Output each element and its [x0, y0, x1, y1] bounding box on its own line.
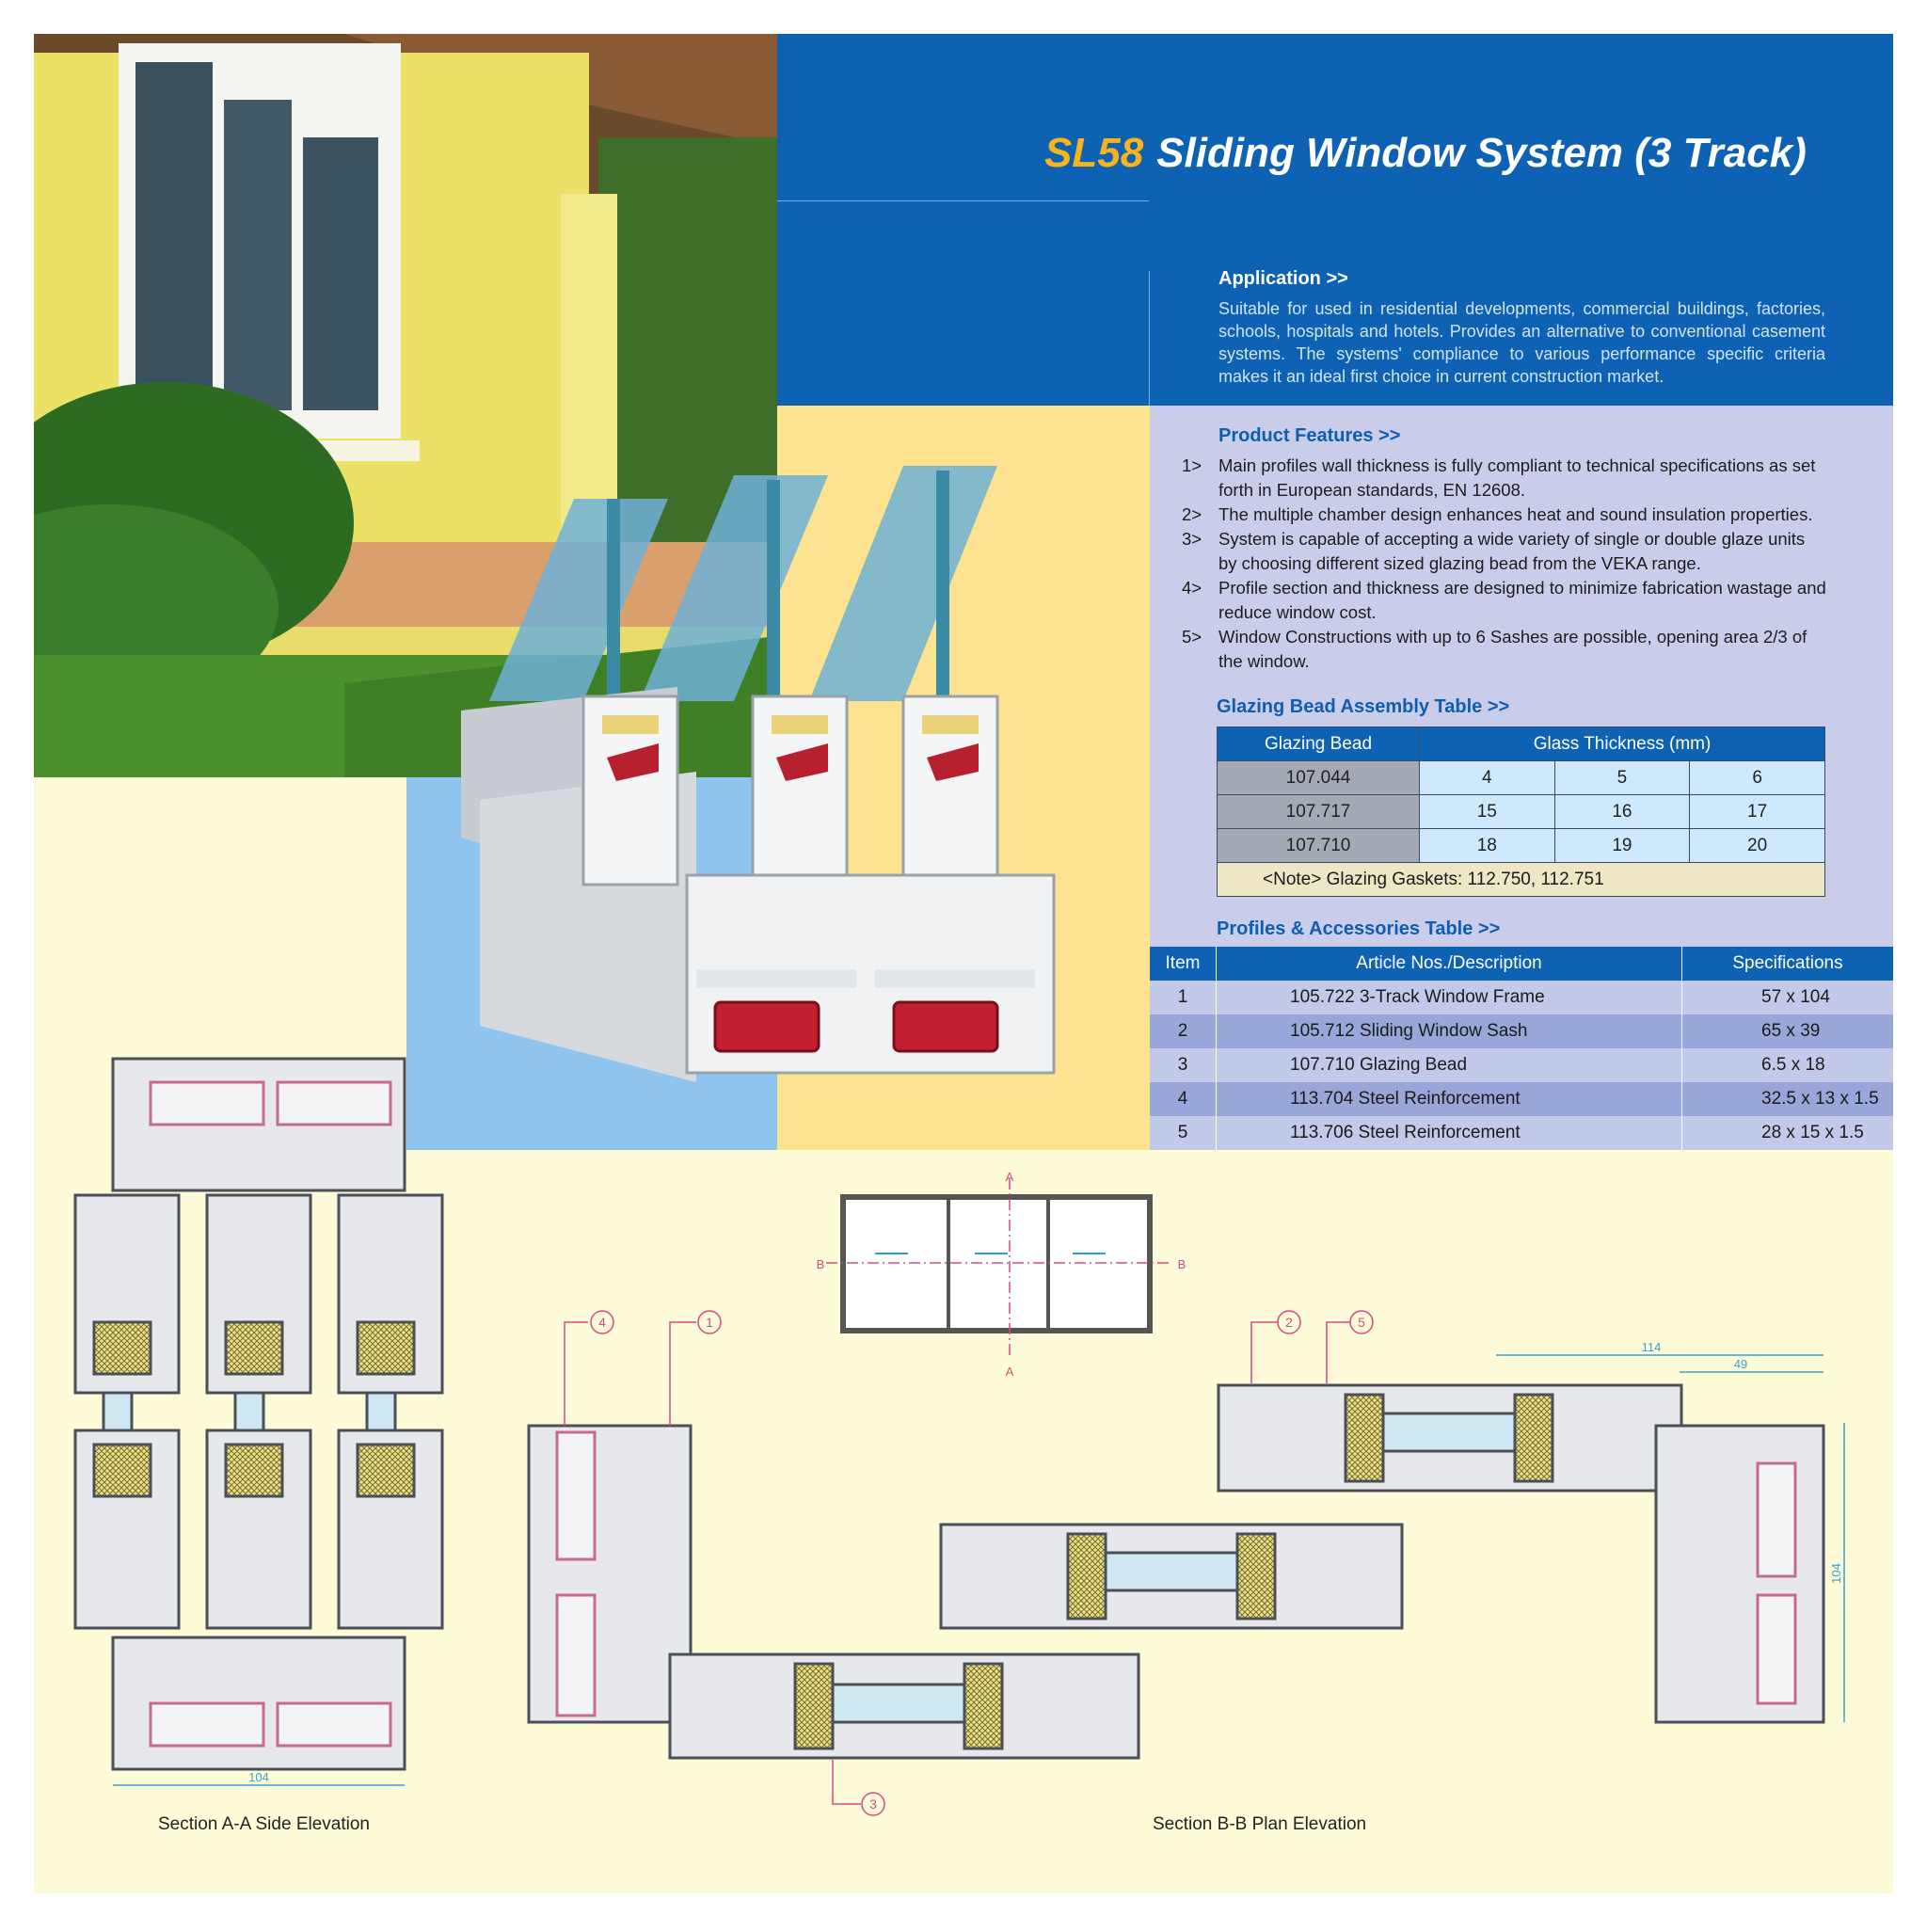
item-cell: 4 [1150, 1082, 1217, 1116]
table-header-row: Item Article Nos./Description Specificat… [1150, 947, 1893, 981]
table-row: 5 113.706 Steel Reinforcement 28 x 15 x … [1150, 1116, 1893, 1150]
spec-cell: 57 x 104 [1681, 981, 1893, 1014]
application-text: Suitable for used in residential develop… [1218, 299, 1825, 386]
glazing-table-heading: Glazing Bead Assembly Table >> [1217, 696, 1510, 717]
column-header: Specifications [1681, 947, 1893, 981]
spec-cell: 28 x 15 x 1.5 [1681, 1116, 1893, 1150]
feature-text: Profile section and thickness are design… [1218, 578, 1826, 622]
feature-number: 2> [1182, 504, 1202, 524]
thickness-cell: 20 [1689, 828, 1825, 863]
feature-item: 5> Window Constructions with up to 6 Sash… [1182, 625, 1827, 674]
spec-cell: 65 x 39 [1681, 1014, 1893, 1048]
profile-cutaway-illustration [461, 461, 1101, 1110]
page-title: SL58 Sliding Window System (3 Track) [1044, 130, 1807, 177]
feature-text: The multiple chamber design enhances hea… [1218, 504, 1813, 524]
thickness-cell: 19 [1553, 828, 1691, 863]
bead-cell: 107.710 [1217, 828, 1420, 863]
table-note-row: <Note> Glazing Gaskets: 112.750, 112.751 [1217, 862, 1825, 897]
table-row: 4 113.704 Steel Reinforcement 32.5 x 13 … [1150, 1082, 1893, 1116]
title-divider [777, 200, 1149, 201]
feature-number: 3> [1182, 529, 1202, 549]
item-cell: 1 [1150, 981, 1217, 1014]
application-divider [1149, 271, 1150, 406]
table-row: 107.044 4 5 6 [1217, 760, 1825, 795]
description-cell: 105.722 3-Track Window Frame [1216, 981, 1682, 1014]
feature-item: 4> Profile section and thickness are desi… [1182, 576, 1827, 625]
description-cell: 105.712 Sliding Window Sash [1216, 1014, 1682, 1048]
table-row: 2 105.712 Sliding Window Sash 65 x 39 [1150, 1014, 1893, 1048]
item-cell: 3 [1150, 1048, 1217, 1082]
item-cell: 2 [1150, 1014, 1217, 1048]
feature-number: 1> [1182, 455, 1202, 475]
item-cell: 5 [1150, 1116, 1217, 1150]
thickness-cell: 4 [1419, 760, 1555, 795]
feature-text: Main profiles wall thickness is fully co… [1218, 455, 1816, 500]
column-header: Glazing Bead [1217, 726, 1420, 761]
feature-item: 3> System is capable of accepting a wide … [1182, 527, 1827, 576]
system-code: SL58 [1044, 130, 1144, 176]
description-cell: 107.710 Glazing Bead [1216, 1048, 1682, 1082]
feature-text: System is capable of accepting a wide va… [1218, 529, 1806, 573]
spec-cell: 6.5 x 18 [1681, 1048, 1893, 1082]
thickness-cell: 5 [1553, 760, 1691, 795]
profiles-table-heading: Profiles & Accessories Table >> [1217, 918, 1501, 939]
thickness-cell: 18 [1419, 828, 1555, 863]
column-header: Article Nos./Description [1216, 947, 1682, 981]
feature-item: 1> Main profiles wall thickness is fully … [1182, 454, 1827, 503]
table-header-row: Glazing Bead Glass Thickness (mm) [1217, 726, 1825, 761]
bead-cell: 107.717 [1217, 794, 1420, 829]
feature-item: 2> The multiple chamber design enhances h… [1182, 503, 1827, 527]
table-row: 1 105.722 3-Track Window Frame 57 x 104 [1150, 981, 1893, 1014]
description-cell: 113.706 Steel Reinforcement [1216, 1116, 1682, 1150]
thickness-cell: 6 [1689, 760, 1825, 795]
thickness-cell: 16 [1553, 794, 1691, 829]
application-heading: Application >> [1218, 268, 1348, 289]
house-photo [34, 34, 777, 777]
header-panel [777, 34, 1893, 406]
section-b-caption: Section B-B Plan Elevation [1153, 1814, 1367, 1834]
glazing-note: <Note> Glazing Gaskets: 112.750, 112.751 [1217, 862, 1825, 897]
table-row: 107.710 18 19 20 [1217, 828, 1825, 863]
feature-number: 4> [1182, 578, 1202, 598]
spec-cell: 32.5 x 13 x 1.5 [1681, 1082, 1893, 1116]
thickness-cell: 15 [1419, 794, 1555, 829]
description-cell: 113.704 Steel Reinforcement [1216, 1082, 1682, 1116]
table-row: 107.717 15 16 17 [1217, 794, 1825, 829]
column-header: Glass Thickness (mm) [1419, 726, 1825, 761]
features-heading: Product Features >> [1218, 425, 1401, 446]
column-header: Item [1150, 947, 1217, 981]
features-list: 1> Main profiles wall thickness is fully … [1182, 454, 1827, 674]
profiles-accessories-table: Item Article Nos./Description Specificat… [1150, 947, 1893, 1150]
feature-text: Window Constructions with up to 6 Sashes… [1218, 627, 1808, 671]
section-a-caption: Section A-A Side Elevation [158, 1814, 370, 1834]
thickness-cell: 17 [1689, 794, 1825, 829]
bead-cell: 107.044 [1217, 760, 1420, 795]
table-row: 3 107.710 Glazing Bead 6.5 x 18 [1150, 1048, 1893, 1082]
feature-number: 5> [1182, 627, 1202, 647]
system-name: Sliding Window System (3 Track) [1156, 130, 1807, 176]
glazing-bead-table: Glazing Bead Glass Thickness (mm) 107.04… [1217, 726, 1825, 897]
